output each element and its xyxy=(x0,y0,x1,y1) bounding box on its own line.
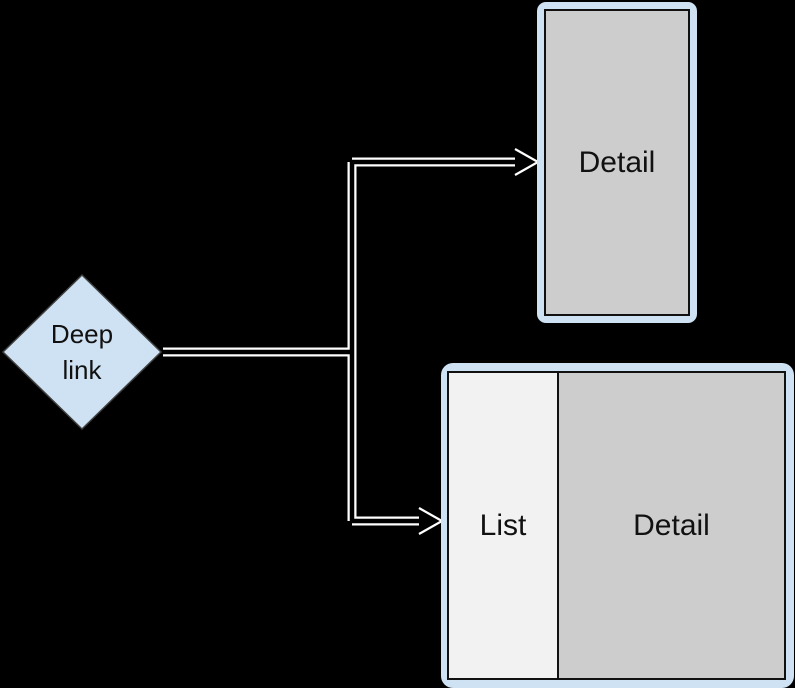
arrowhead-to-phone xyxy=(514,148,541,176)
tablet-detail-pane: Detail xyxy=(559,373,784,678)
arrowhead-to-tablet xyxy=(418,507,445,535)
tablet-frame: List Detail xyxy=(441,363,794,688)
phone-frame: Detail xyxy=(537,2,697,323)
tablet-list-label: List xyxy=(479,508,527,542)
deep-link-diamond xyxy=(1,273,163,431)
tablet-screen: List Detail xyxy=(447,371,786,680)
connector-lines xyxy=(163,157,521,526)
phone-detail-label: Detail xyxy=(578,145,656,179)
tablet-list-pane: List xyxy=(449,373,559,678)
tablet-detail-label: Detail xyxy=(633,508,710,542)
phone-detail-pane: Detail xyxy=(544,9,690,316)
